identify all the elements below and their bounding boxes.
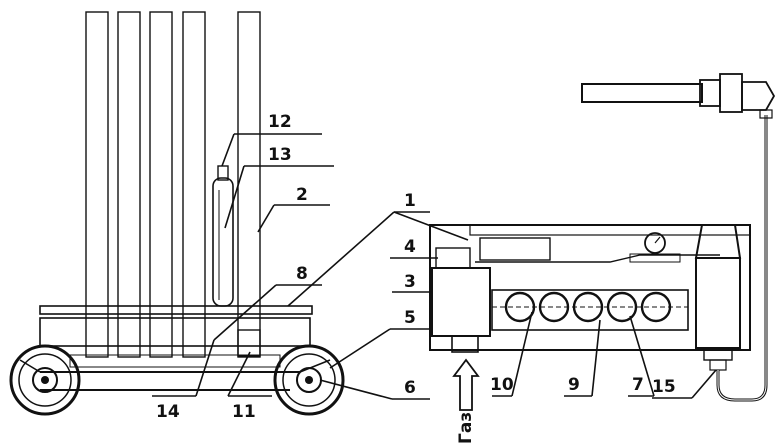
trolley-platform xyxy=(39,305,313,315)
label-3: 3 xyxy=(404,272,416,292)
label-12: 12 xyxy=(268,112,292,132)
gas-label: Газ xyxy=(456,412,476,444)
right-cylinder xyxy=(694,224,742,371)
gas-cylinder xyxy=(212,165,234,307)
label-14: 14 xyxy=(156,402,180,422)
label-1: 1 xyxy=(404,191,416,211)
label-11: 11 xyxy=(232,402,256,422)
main-unit xyxy=(429,224,751,353)
column-4 xyxy=(182,11,206,358)
label-5: 5 xyxy=(404,308,416,328)
label-8: 8 xyxy=(296,264,308,284)
trolley xyxy=(19,305,331,391)
gas-inlet xyxy=(451,335,479,353)
pressure-gauge xyxy=(644,232,666,254)
trolley-frame xyxy=(39,317,311,347)
unit-body xyxy=(429,224,751,351)
gas-arrow xyxy=(452,358,480,411)
tube-bank xyxy=(491,289,689,331)
label-9: 9 xyxy=(568,375,580,395)
column-1 xyxy=(85,11,109,358)
label-7: 7 xyxy=(632,375,644,395)
wheel-right xyxy=(273,344,345,416)
flexible-hose xyxy=(716,115,768,402)
unit-header-block xyxy=(479,237,551,261)
label-6: 6 xyxy=(404,378,416,398)
burner-chamber xyxy=(431,267,491,337)
label-4: 4 xyxy=(404,237,416,257)
column-3 xyxy=(149,11,173,358)
label-2: 2 xyxy=(296,185,308,205)
callout-labels: 12 13 2 1 8 4 3 5 6 14 11 10 9 7 15 xyxy=(156,112,676,422)
label-13: 13 xyxy=(268,145,292,165)
leader-lines xyxy=(152,133,717,400)
column-2 xyxy=(117,11,141,358)
burner-torch xyxy=(581,73,776,119)
label-15: 15 xyxy=(652,377,676,397)
wheel-left xyxy=(9,344,81,416)
label-10: 10 xyxy=(490,375,514,395)
